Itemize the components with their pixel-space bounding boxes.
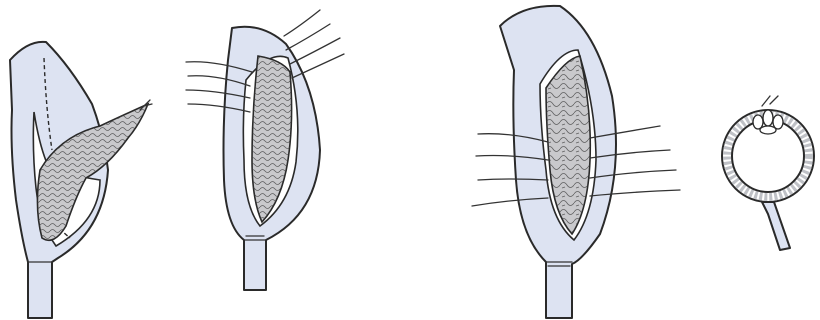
panel-4-stem: [762, 202, 790, 250]
panel-1-sac-with-mass: [10, 42, 152, 318]
panel-4-ring-cross-section: [722, 96, 814, 250]
panel-3-sutured-sac: [472, 6, 680, 318]
panel-2-opened-sac: [186, 10, 344, 290]
panel-4-knot: [753, 96, 783, 134]
